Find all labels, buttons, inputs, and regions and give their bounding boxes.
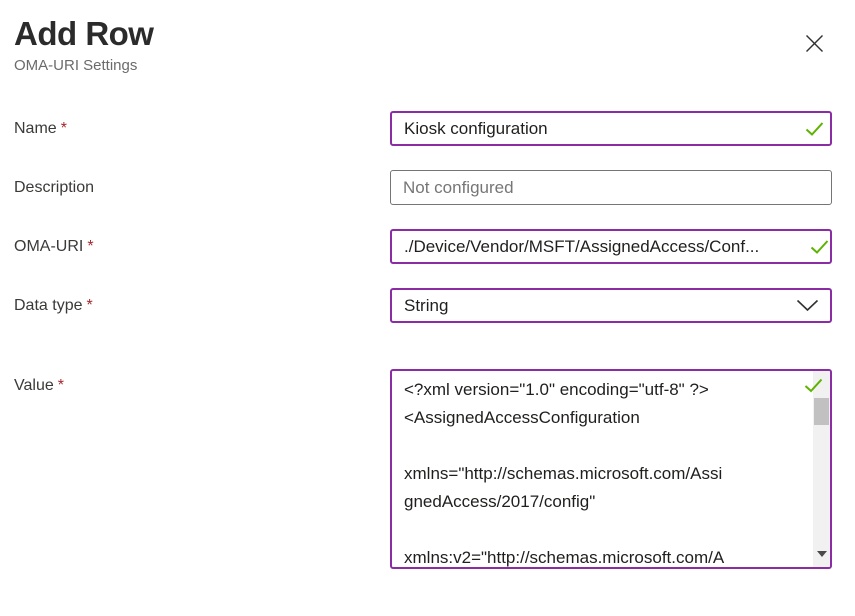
value-scrollbar[interactable] [813,371,830,567]
close-icon [805,35,824,56]
data-type-select[interactable]: String [390,288,832,323]
chevron-down-icon [796,299,819,312]
data-type-row: Data type* String [14,288,832,323]
required-asterisk: * [57,377,64,394]
required-asterisk: * [60,119,67,137]
value-label: Value* [14,377,64,394]
required-asterisk: * [87,237,94,255]
name-input[interactable] [390,111,832,146]
page-subtitle: OMA-URI Settings [14,57,138,74]
checkmark-icon [810,239,829,254]
oma-uri-label: OMA-URI* [14,237,94,255]
value-textarea-content: <?xml version="1.0" encoding="utf-8" ?> … [404,380,725,567]
close-button[interactable] [799,28,830,59]
oma-uri-row: OMA-URI* [14,229,832,264]
title-block: Add Row OMA-URI Settings [14,14,154,75]
description-row: Description [14,170,832,205]
checkmark-icon [805,121,824,136]
page-title: Add Row [14,15,154,52]
required-asterisk: * [86,296,93,314]
scroll-down-arrow-icon[interactable] [817,551,827,557]
value-row: Value* <?xml version="1.0" encoding="utf… [14,369,832,569]
value-scrollbar-thumb[interactable] [814,398,829,425]
name-label: Name* [14,119,67,137]
oma-uri-field [390,229,832,264]
value-textarea[interactable]: <?xml version="1.0" encoding="utf-8" ?> … [390,369,832,569]
name-row: Name* [14,111,832,146]
checkmark-icon [804,378,823,393]
name-field [390,111,832,146]
description-label: Description [14,178,95,196]
value-field: <?xml version="1.0" encoding="utf-8" ?> … [390,369,832,569]
description-input[interactable] [390,170,832,205]
data-type-label: Data type* [14,296,93,314]
oma-uri-form: Name* Description OMA-URI* [14,111,832,569]
panel-header: Add Row OMA-URI Settings [14,14,832,75]
data-type-selected-value: String [404,295,449,315]
description-field [390,170,832,205]
oma-uri-input[interactable] [390,229,832,264]
data-type-field: String [390,288,832,323]
